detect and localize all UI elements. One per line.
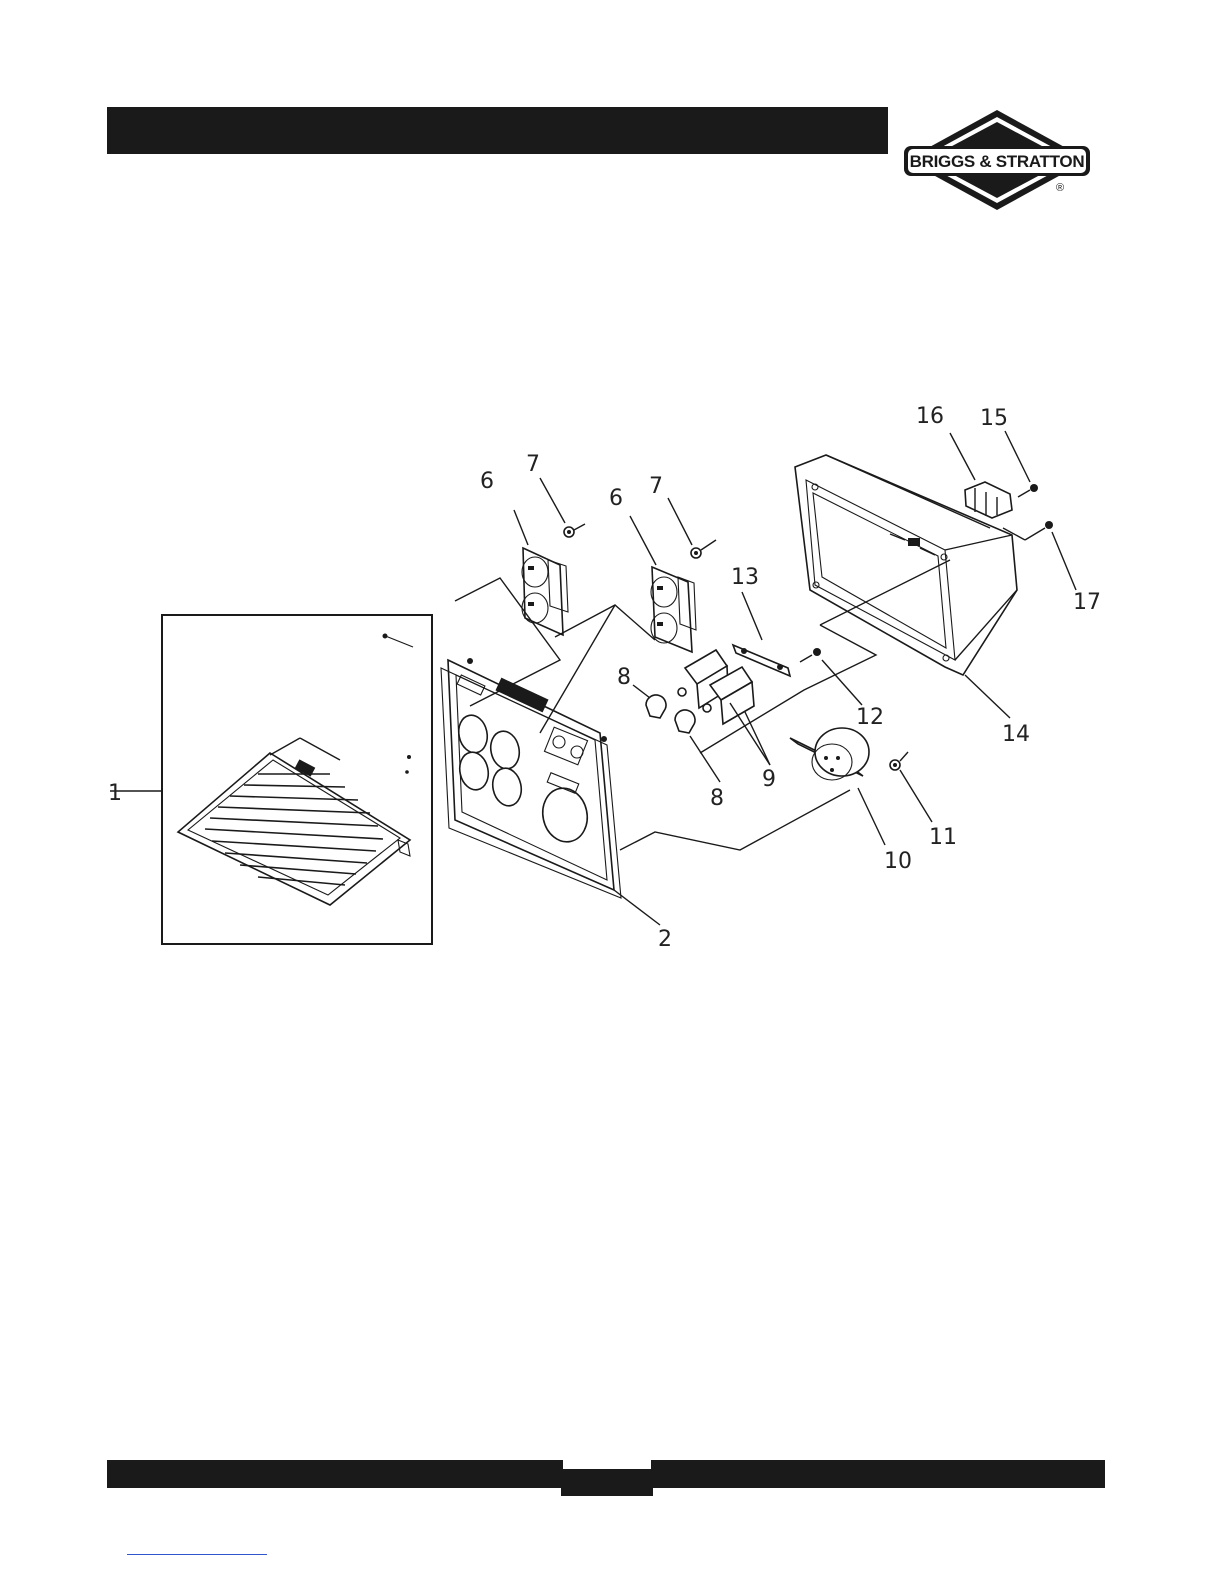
part-10-twist-lock-receptacle bbox=[620, 728, 885, 850]
callout-12: 12 bbox=[856, 705, 884, 730]
callout-8-top: 8 bbox=[617, 665, 631, 690]
callout-8-bottom: 8 bbox=[710, 786, 724, 811]
callout-7-right: 7 bbox=[649, 474, 663, 499]
callout-1: 1 bbox=[108, 781, 122, 806]
callout-10: 10 bbox=[884, 849, 912, 874]
callout-11: 11 bbox=[929, 825, 957, 850]
callout-16: 16 bbox=[916, 404, 944, 429]
part-2-control-panel bbox=[407, 658, 660, 925]
callout-14: 14 bbox=[1002, 722, 1030, 747]
footer-page-tab-gap bbox=[563, 1460, 651, 1469]
callout-13: 13 bbox=[731, 565, 759, 590]
callout-2: 2 bbox=[658, 927, 672, 952]
callout-17: 17 bbox=[1073, 590, 1101, 615]
callout-15: 15 bbox=[980, 406, 1008, 431]
part-9-switches bbox=[678, 650, 770, 765]
footer-page-tab bbox=[561, 1470, 653, 1496]
callout-6-right: 6 bbox=[609, 486, 623, 511]
callout-9: 9 bbox=[762, 767, 776, 792]
part-6-receptacle-left bbox=[455, 478, 585, 706]
part-15-screw bbox=[1005, 431, 1038, 497]
part-11-nut bbox=[890, 752, 932, 822]
callout-7-left: 7 bbox=[526, 452, 540, 477]
part-13-bracket bbox=[733, 592, 790, 676]
footer-link-underline[interactable] bbox=[127, 1554, 267, 1555]
part-1-cover-inset bbox=[110, 615, 432, 944]
part-16-terminal-block bbox=[950, 433, 1012, 518]
callout-6-left: 6 bbox=[480, 469, 494, 494]
